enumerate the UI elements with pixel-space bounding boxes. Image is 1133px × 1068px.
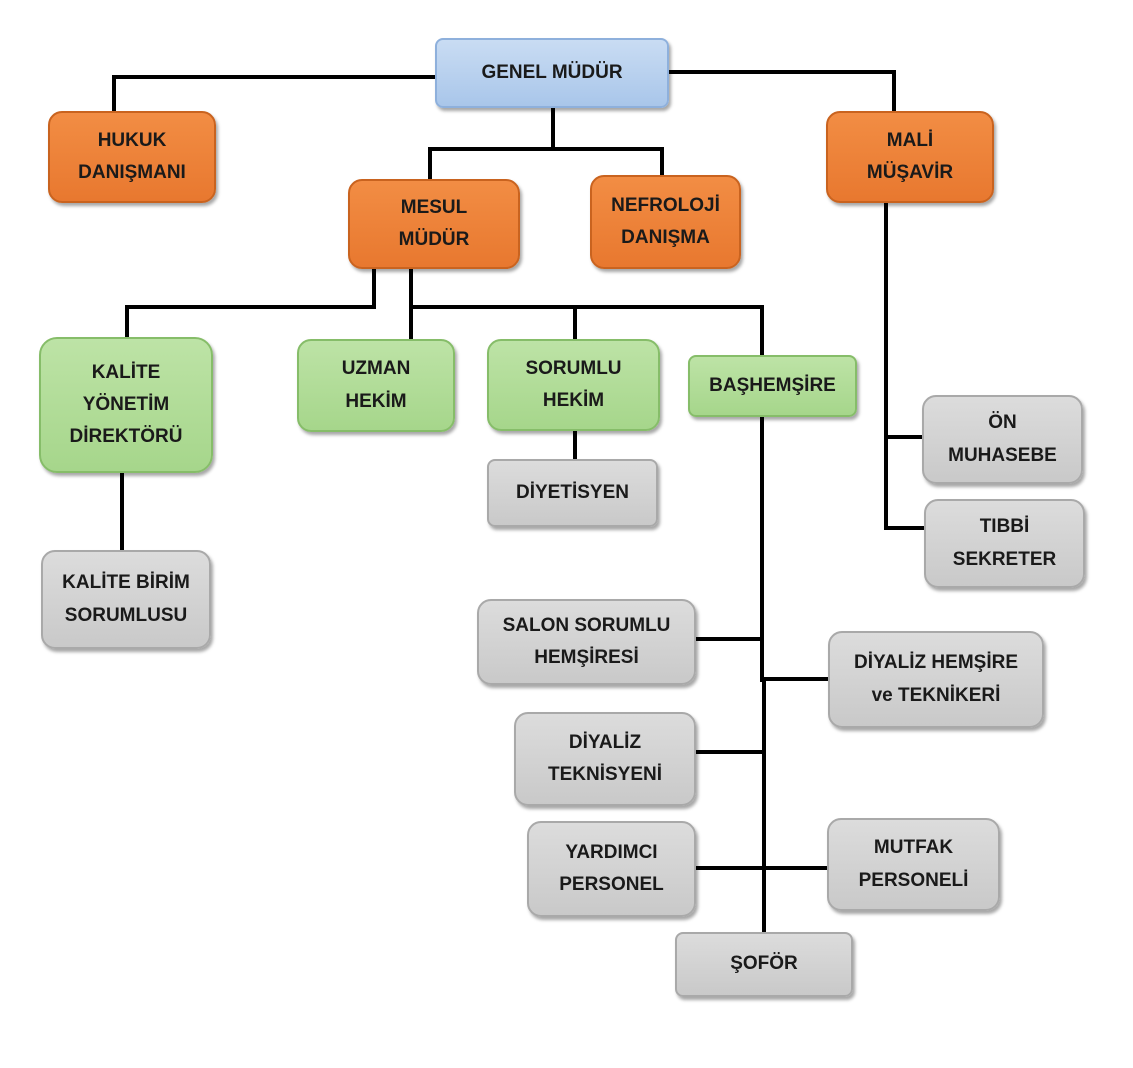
node-hukuk-danismani: HUKUK DANIŞMANI <box>48 111 216 203</box>
node-label-line: YARDIMCI <box>565 841 658 863</box>
node-sorumlu-hekim: SORUMLU HEKİM <box>487 339 660 431</box>
node-label: SORUMLU HEKİM <box>525 353 621 418</box>
node-label-line: HEMŞİRESİ <box>534 647 639 668</box>
node-label: UZMAN HEKİM <box>342 353 411 418</box>
node-label: MUTFAK PERSONELİ <box>859 832 969 897</box>
node-label: NEFROLOJİ DANIŞMA <box>611 190 720 255</box>
node-label: YARDIMCI PERSONEL <box>559 837 664 902</box>
node-tibbi-sekreter: TIBBİ SEKRETER <box>924 499 1085 588</box>
node-label-line: DİYETİSYEN <box>516 481 629 503</box>
node-label-line: DİYALİZ HEMŞİRE <box>854 652 1018 674</box>
node-diyetisyen: DİYETİSYEN <box>487 459 658 527</box>
node-label-line: HEKİM <box>345 390 407 412</box>
node-genel-mudur: GENEL MÜDÜR <box>435 38 669 108</box>
node-label: HUKUK DANIŞMANI <box>78 125 186 190</box>
node-salon-sorumlu-hemsiresi: SALON SORUMLU HEMŞİRESİ <box>477 599 696 685</box>
node-on-muhasebe: ÖN MUHASEBE <box>922 395 1083 484</box>
node-mutfak-personeli: MUTFAK PERSONELİ <box>827 818 1000 911</box>
node-label: MESUL MÜDÜR <box>399 192 470 257</box>
node-label-line: SALON SORUMLU <box>502 614 671 636</box>
node-label: DİYALİZ HEMŞİRE ve TEKNİKERİ <box>854 647 1018 712</box>
node-label: KALİTE BİRİM SORUMLUSU <box>62 567 190 632</box>
node-label: ŞOFÖR <box>730 948 798 980</box>
node-label: BAŞHEMŞİRE <box>709 370 836 402</box>
node-label-line: ÖN <box>988 412 1017 434</box>
node-label-line: MUTFAK <box>873 837 954 859</box>
node-label-line: PERSONEL <box>559 874 664 895</box>
node-label-line: DİREKTÖRÜ <box>69 426 183 448</box>
node-mesul-mudur: MESUL MÜDÜR <box>348 179 520 269</box>
node-label-line: HUKUK <box>97 129 167 151</box>
node-label: DİYALİZ TEKNİSYENİ <box>548 727 662 792</box>
node-label-line: UZMAN <box>341 358 411 380</box>
node-kalite-birim-sorumlusu: KALİTE BİRİM SORUMLUSU <box>41 550 211 649</box>
node-label-line: SORUMLU <box>525 357 622 379</box>
node-label-line: ve TEKNİKERİ <box>871 684 1001 706</box>
node-label: ÖN MUHASEBE <box>948 407 1057 472</box>
node-label-line: MÜDÜR <box>398 229 470 250</box>
connector-bus <box>409 266 764 359</box>
node-label: TIBBİ SEKRETER <box>953 511 1056 576</box>
connector-hukuk <box>112 75 438 116</box>
connector-mesul-nefroloji <box>428 147 664 183</box>
connector-mali <box>666 70 896 116</box>
node-label: KALİTE YÖNETİM DİREKTÖRÜ <box>70 357 183 454</box>
node-label-line: TIBBİ <box>979 516 1030 538</box>
node-yardimci-personel: YARDIMCI PERSONEL <box>527 821 696 917</box>
node-label-line: MÜŞAVİR <box>866 162 954 183</box>
node-label-line: BAŞHEMŞİRE <box>709 374 836 396</box>
node-label-line: YÖNETİM <box>82 393 170 415</box>
node-sofor: ŞOFÖR <box>675 932 853 997</box>
node-label-line: TEKNİSYENİ <box>547 764 663 785</box>
node-label-line: HEKİM <box>542 390 605 411</box>
node-mali-musavir: MALİ MÜŞAVİR <box>826 111 994 203</box>
node-label: MALİ MÜŞAVİR <box>867 125 953 190</box>
node-uzman-hekim: UZMAN HEKİM <box>297 339 455 432</box>
node-label-line: MUHASEBE <box>948 444 1057 466</box>
node-label-line: NEFROLOJİ <box>611 194 720 216</box>
node-kalite-yonetim-direktoru: KALİTE YÖNETİM DİREKTÖRÜ <box>39 337 213 473</box>
node-nefroloji-danisma: NEFROLOJİ DANIŞMA <box>590 175 741 269</box>
node-label-line: DANIŞMANI <box>78 162 186 183</box>
node-label-line: GENEL MÜDÜR <box>481 61 623 83</box>
node-label-line: DANIŞMA <box>621 227 710 248</box>
node-label-line: DİYALİZ <box>568 731 642 753</box>
node-label-line: SORUMLUSU <box>64 604 188 626</box>
node-label-line: KALİTE BİRİM <box>62 572 190 594</box>
node-label-line: PERSONELİ <box>858 869 969 891</box>
node-label: GENEL MÜDÜR <box>481 57 622 89</box>
node-diyaliz-hemsire-teknikeri: DİYALİZ HEMŞİRE ve TEKNİKERİ <box>828 631 1044 728</box>
node-bashemsire: BAŞHEMŞİRE <box>688 355 857 417</box>
node-label: DİYETİSYEN <box>516 477 629 509</box>
connector-kalite <box>125 266 376 341</box>
connector-mali-staff <box>884 201 928 530</box>
node-label-line: MESUL <box>400 196 468 218</box>
node-label-line: KALİTE <box>91 361 161 383</box>
node-label-line: SEKRETER <box>952 548 1057 570</box>
node-label-line: ŞOFÖR <box>730 953 798 975</box>
node-label-line: MALİ <box>886 129 934 151</box>
node-diyaliz-teknisyeni: DİYALİZ TEKNİSYENİ <box>514 712 696 806</box>
node-label: SALON SORUMLU HEMŞİRESİ <box>503 610 671 675</box>
